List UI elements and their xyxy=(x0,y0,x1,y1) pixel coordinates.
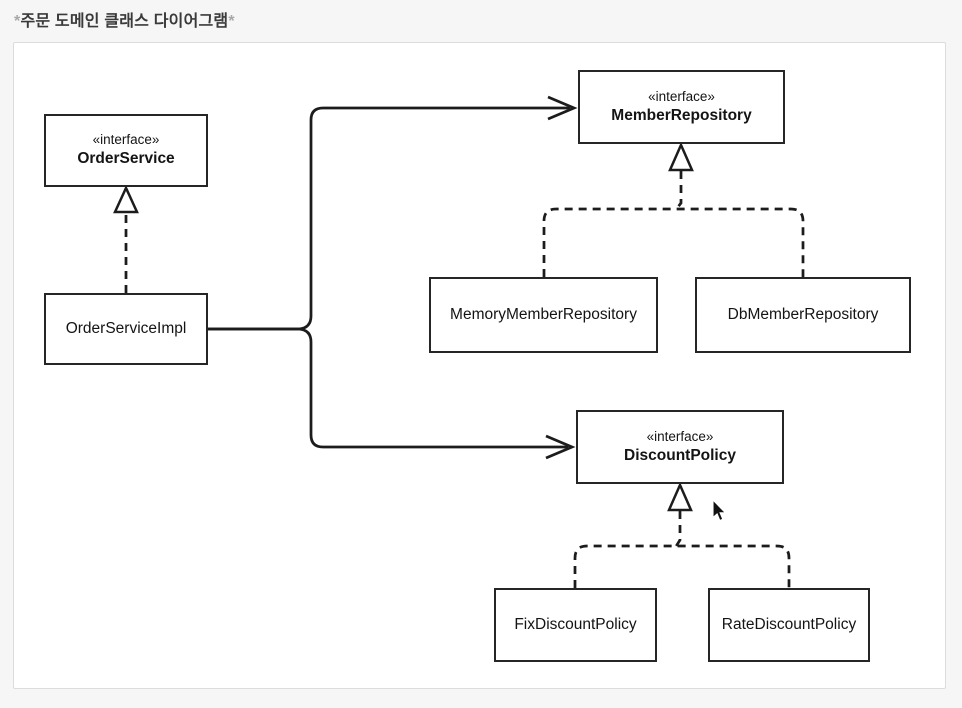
arrowhead-icon xyxy=(545,434,576,460)
hollow-triangle-icon xyxy=(668,141,694,172)
stereotype-label: «interface» xyxy=(646,428,714,444)
class-box-discountpolicy: «interface» DiscountPolicy xyxy=(576,410,784,484)
class-box-ratediscountpolicy: RateDiscountPolicy xyxy=(708,588,870,662)
class-name: DiscountPolicy xyxy=(624,446,736,464)
class-name: FixDiscountPolicy xyxy=(514,615,637,633)
diagram-connectors xyxy=(113,95,805,588)
realization-policies-discountpolicy xyxy=(573,511,791,588)
hollow-triangle-icon xyxy=(113,184,139,214)
realization-orderserviceimpl-orderservice xyxy=(113,184,139,293)
association-orderserviceimpl-to-memberrepository xyxy=(208,95,578,331)
class-box-memberrepository: «interface» MemberRepository xyxy=(578,70,785,144)
class-name: DbMemberRepository xyxy=(727,305,879,323)
title-text: 주문 도메인 클래스 다이어그램 xyxy=(20,13,229,30)
class-box-orderserviceimpl: OrderServiceImpl xyxy=(44,293,208,365)
page-title: *주문 도메인 클래스 다이어그램* xyxy=(14,7,235,31)
realization-repositories-memberrepository xyxy=(542,171,805,277)
title-markdown-asterisk: * xyxy=(14,13,21,30)
class-name: MemberRepository xyxy=(611,106,752,124)
class-name: OrderServiceImpl xyxy=(65,319,187,337)
class-box-fixdiscountpolicy: FixDiscountPolicy xyxy=(494,588,657,662)
class-box-memorymemberrepository: MemoryMemberRepository xyxy=(429,277,658,353)
title-markdown-asterisk: * xyxy=(228,13,235,30)
association-orderserviceimpl-to-discountpolicy xyxy=(208,327,576,460)
class-name: MemoryMemberRepository xyxy=(450,305,637,323)
mouse-cursor-icon xyxy=(712,498,727,522)
class-box-dbmemberrepository: DbMemberRepository xyxy=(695,277,911,353)
hollow-triangle-icon xyxy=(667,481,693,512)
class-name: RateDiscountPolicy xyxy=(721,615,857,633)
class-name: OrderService xyxy=(77,150,175,168)
diagram-canvas: «interface» OrderService OrderServiceImp… xyxy=(13,42,946,689)
arrowhead-icon xyxy=(547,95,578,121)
stereotype-label: «interface» xyxy=(648,88,715,104)
stereotype-label: «interface» xyxy=(92,132,160,148)
class-box-orderservice: «interface» OrderService xyxy=(44,114,208,187)
